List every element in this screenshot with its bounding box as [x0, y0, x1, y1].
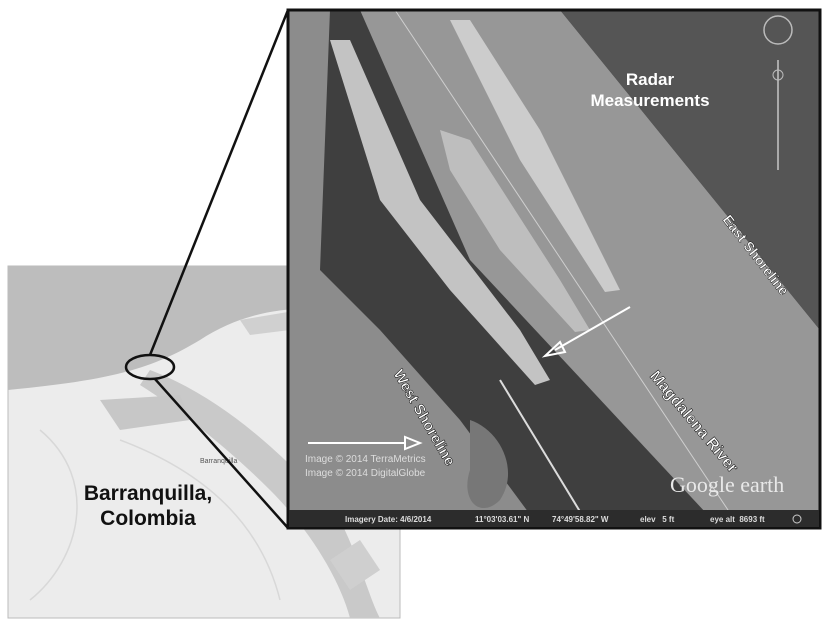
- arrow-to-radar-icon: [541, 306, 631, 358]
- arrow-to-shoreline-icon: [308, 435, 423, 451]
- satellite-image: Imagery Date: 4/6/2014 11°03'03.61" N 74…: [286, 8, 822, 530]
- zoom-line-top: [148, 9, 290, 356]
- status-indicator-icon: [792, 514, 802, 524]
- map-title-line1: Barranquilla,: [84, 482, 212, 505]
- attribution-1: Image © 2014 TerraMetrics: [305, 454, 426, 465]
- attribution-2: Image © 2014 DigitalGlobe: [305, 468, 426, 479]
- radar-streak: [330, 40, 550, 385]
- longitude: 74°49'58.82" W: [552, 515, 609, 524]
- river-channel: [140, 370, 380, 618]
- east-bank-land: [560, 10, 820, 330]
- river: [360, 10, 820, 528]
- compass-icon[interactable]: [763, 15, 793, 45]
- zoom-control-icon[interactable]: [772, 69, 784, 81]
- google-earth-logo: Google earth: [670, 472, 784, 497]
- latitude: 11°03'03.61" N: [475, 515, 529, 524]
- radar-streak: [450, 20, 620, 292]
- radar-label-line2: Measurements: [590, 91, 709, 110]
- imagery-date: Imagery Date: 4/6/2014: [345, 515, 432, 524]
- radar-label-line1: Radar: [626, 70, 675, 89]
- status-bar: [289, 510, 819, 527]
- eye-altitude: eye alt 8693 ft: [710, 515, 765, 524]
- elevation: elev 5 ft: [640, 515, 675, 524]
- city-label: Barranquilla: [200, 458, 237, 465]
- radar-streak: [440, 130, 590, 332]
- map-title-line2: Colombia: [100, 507, 196, 530]
- zoom-line-bottom: [154, 378, 289, 529]
